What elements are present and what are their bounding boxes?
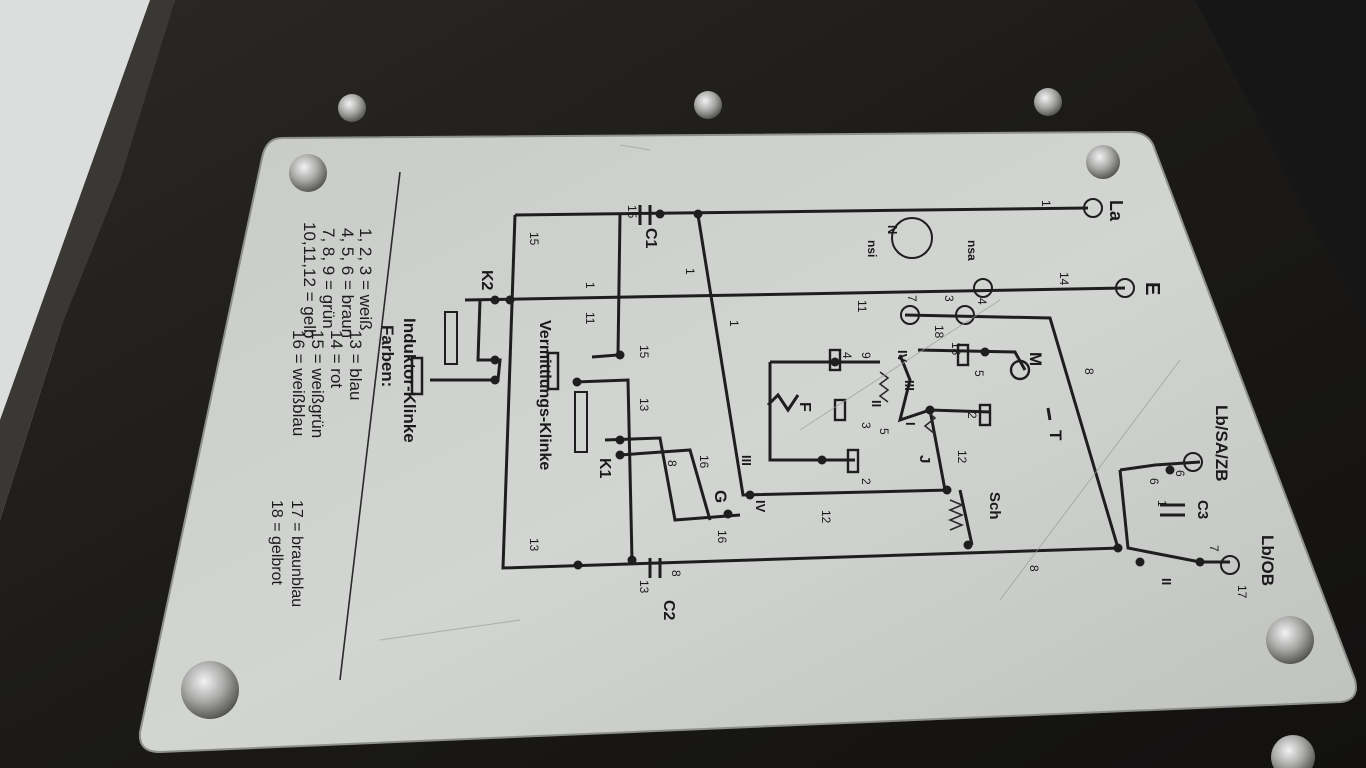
num-15a: 15	[625, 205, 639, 219]
num-7b: 7	[905, 295, 919, 302]
num-16b: 16	[715, 530, 729, 544]
legend-title: Farben:	[378, 325, 397, 387]
label-vermittlungs-klinke: Vermittlungs-Klinke	[536, 320, 553, 470]
num-8b: 8	[669, 570, 683, 577]
num-9: 9	[859, 352, 873, 359]
label-nsi: nsi	[865, 240, 879, 257]
num-1d: 1	[727, 320, 741, 327]
label-induktor-klinke: Induktor-Klinke	[400, 318, 419, 443]
num-1e: 1	[1155, 500, 1169, 507]
label-k1: K1	[596, 458, 613, 479]
num-14: 14	[1057, 272, 1071, 286]
legend-left-0: 1, 2, 3 = weiß	[356, 228, 375, 331]
num-2a: 2	[965, 412, 979, 419]
num-15c: 15	[637, 345, 651, 359]
num-12a: 12	[819, 510, 833, 524]
label-lb-ob: Lb/OB	[1258, 535, 1277, 586]
num-3a: 3	[859, 422, 873, 429]
legend-mid-2: 15 = weißgrün	[308, 330, 327, 438]
label-c1: C1	[642, 228, 659, 249]
num-1a: 1	[1039, 200, 1053, 207]
num-4b: 4	[975, 298, 989, 305]
roman-iv-a: IV	[895, 350, 910, 363]
label-la: La	[1106, 200, 1126, 222]
num-8a: 8	[665, 460, 679, 467]
label-c3: C3	[1194, 500, 1211, 519]
num-8c: 8	[1082, 368, 1096, 375]
roman-iv-b: IV	[753, 500, 768, 513]
legend-mid-0: 13 = blau	[346, 330, 365, 400]
num-11b: 11	[855, 300, 869, 313]
legend-right-1: 18 = gelbrot	[268, 500, 285, 586]
legend-mid-1: 14 = rot	[327, 330, 346, 388]
num-3b: 3	[942, 295, 956, 302]
label-nsa: nsa	[965, 240, 979, 261]
roman-i: I	[903, 422, 918, 426]
surface-scratches	[379, 144, 1181, 641]
label-e: E	[1141, 282, 1163, 295]
metal-plate	[138, 130, 1357, 754]
num-6a: 6	[1147, 478, 1161, 485]
label-c2: C2	[660, 600, 677, 621]
num-18a: 18	[932, 325, 946, 339]
num-17: 17	[1235, 585, 1249, 599]
label-t: T	[1046, 430, 1065, 441]
num-7a: 7	[1207, 545, 1221, 552]
roman-iii-a: III	[902, 380, 917, 391]
label-lb-sa-zb: Lb/SA/ZB	[1212, 405, 1231, 482]
legend-left-1: 4, 5, 6 = braun	[338, 228, 357, 338]
label-g: G	[711, 490, 730, 503]
roman-ii-b: II	[1159, 578, 1174, 585]
label-n: N	[885, 225, 900, 234]
num-4a: 4	[840, 352, 854, 359]
rivets	[181, 88, 1315, 768]
label-j: J	[916, 455, 933, 463]
num-15b: 15	[527, 232, 541, 246]
legend-left-2: 7, 8, 9 = grün	[319, 228, 338, 329]
label-sch: Sch	[986, 492, 1003, 520]
num-6b: 6	[1173, 470, 1187, 477]
legend-mid-3: 16 = weißblau	[289, 330, 308, 436]
num-2b: 2	[859, 478, 873, 485]
roman-ii-a: II	[869, 400, 884, 407]
legend-right-0: 17 = braunblau	[288, 500, 305, 607]
wiring-diagram: La E Lb/SA/ZB Lb/OB C1 C2 C3 K1 K2 M T F…	[400, 198, 1277, 621]
legend-left-3: 10,11,12 = gelb	[300, 222, 319, 338]
color-legend: 1, 2, 3 = weiß 4, 5, 6 = braun 7, 8, 9 =…	[268, 222, 397, 607]
num-16a: 16	[697, 455, 711, 469]
roman-iii-b: III	[739, 455, 754, 466]
num-13c: 13	[637, 580, 651, 594]
num-11a: 11	[583, 312, 597, 325]
num-18b: 18	[949, 342, 963, 356]
num-1c: 1	[583, 282, 597, 289]
num-5a: 5	[972, 370, 986, 377]
label-k2: K2	[478, 270, 495, 291]
label-f: F	[796, 402, 813, 412]
num-12b: 12	[955, 450, 969, 464]
num-13a: 13	[637, 398, 651, 412]
num-13b: 13	[527, 538, 541, 552]
num-8d: 8	[1027, 565, 1041, 572]
num-1b: 1	[683, 268, 697, 275]
label-m: M	[1026, 352, 1045, 366]
num-5b: 5	[877, 428, 891, 435]
